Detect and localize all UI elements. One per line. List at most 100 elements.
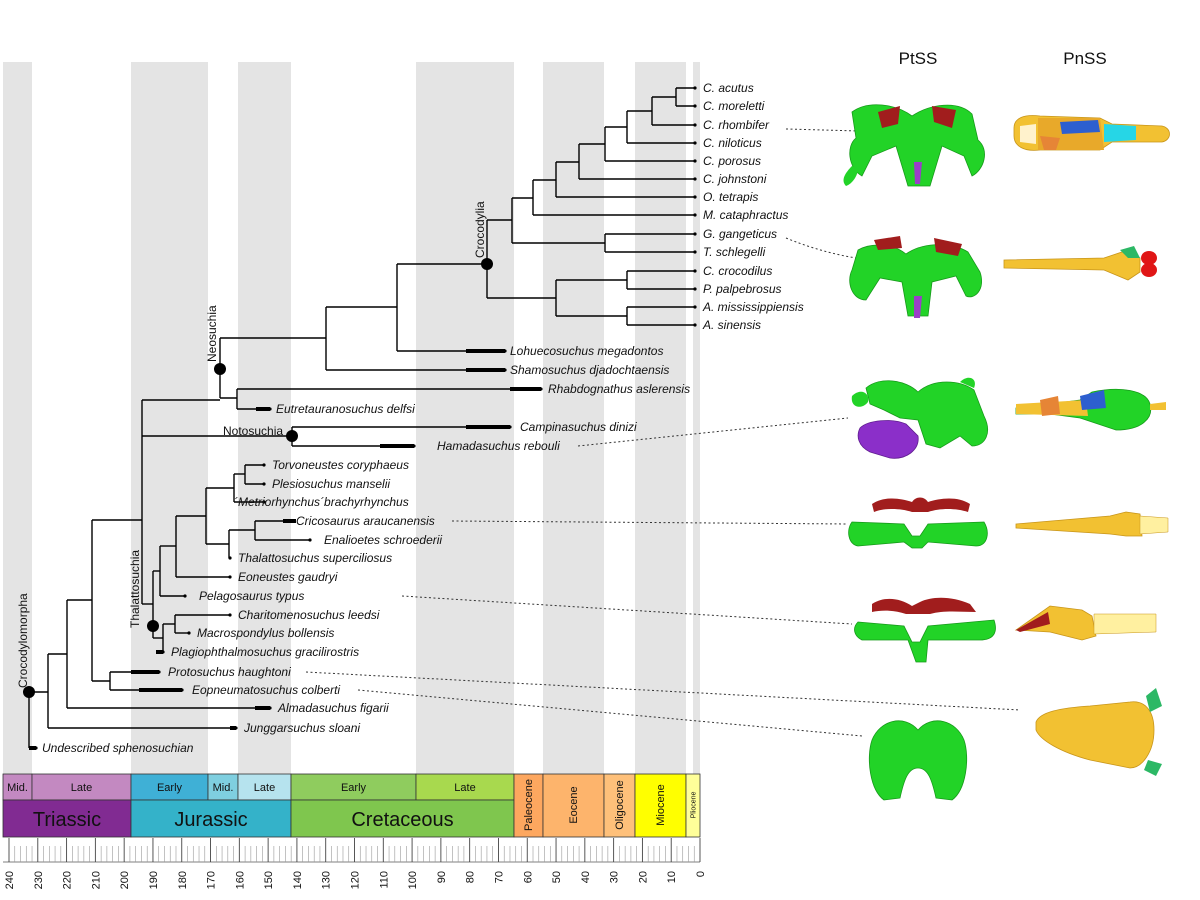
axis-tick-label: 210 <box>90 871 102 889</box>
epoch-label: Late <box>71 782 92 794</box>
taxon-label: Junggarsuchus sloani <box>243 721 360 735</box>
period-cell <box>290 799 515 838</box>
period-label: Triassic <box>33 809 101 831</box>
leader-line-cricosaurus <box>451 520 849 525</box>
epoch-cell <box>31 773 132 801</box>
tip-point <box>693 323 697 327</box>
axis-tick-label: 0 <box>695 871 707 877</box>
period-label: Jurassic <box>174 809 247 831</box>
tip-point <box>693 305 697 309</box>
tip-point <box>34 746 38 750</box>
epoch-cell <box>415 773 515 801</box>
tip-point <box>284 519 288 523</box>
taxon-label: Plesiosuchus manselii <box>272 477 390 491</box>
tip-point <box>228 556 232 560</box>
cenozoic-epoch-label: Paleocene <box>523 779 535 831</box>
taxon-label: Undescribed sphenosuchian <box>42 741 194 755</box>
tip-point <box>412 444 416 448</box>
epoch-cell <box>2 773 33 801</box>
taxon-label: M. cataphractus <box>703 208 788 222</box>
taxon-label: C. johnstoni <box>703 172 767 186</box>
pnss-specimen-crocodylus <box>1013 115 1170 151</box>
cenozoic-epoch-cell <box>542 773 605 838</box>
tip-point <box>228 613 232 617</box>
taxon-label: Shamosuchus djadochtaensis <box>510 363 669 377</box>
taxon-label: C. acutus <box>703 81 754 95</box>
ptss-specimen-gavialis <box>849 236 982 318</box>
tip-point <box>693 86 697 90</box>
stage-stripes <box>3 62 700 774</box>
epoch-cell <box>130 773 209 801</box>
axis-tick-label: 150 <box>263 871 275 889</box>
axis-tick-label: 220 <box>62 871 74 889</box>
axis-tick-label: 240 <box>4 871 16 889</box>
clade-label-crocodylia: Crocodylia <box>473 201 487 258</box>
clade-label-neosuchia: Neosuchia <box>205 305 219 362</box>
taxon-label: A. mississippiensis <box>702 300 804 314</box>
pnss-specimen-cricosaurus <box>1015 511 1169 537</box>
stage-stripe <box>3 62 32 774</box>
taxon-label: Campinasuchus dinizi <box>520 420 637 434</box>
axis-tick-label: 110 <box>378 871 390 889</box>
taxon-label: A. sinensis <box>702 318 761 332</box>
tip-point <box>234 726 238 730</box>
stratigraphic-ranges <box>29 349 541 750</box>
epoch-cell <box>237 773 292 801</box>
tip-point <box>268 407 272 411</box>
node-notosuchia <box>286 430 298 442</box>
taxon-label: C. rhombifer <box>703 118 770 132</box>
epoch-cell <box>290 773 417 801</box>
tip-point <box>693 213 697 217</box>
axis-tick-label: 30 <box>609 871 621 883</box>
epoch-label: Early <box>157 782 183 794</box>
tip-point <box>262 500 266 504</box>
ptss-specimen-cricosaurus <box>848 497 988 549</box>
ptss-specimen-pelagosaurus <box>854 597 996 663</box>
tip-point <box>157 670 161 674</box>
taxon-label: Plagiophthalmosuchus gracilirostris <box>171 645 359 659</box>
node-neosuchia <box>214 363 226 375</box>
taxon-label: Eopneumatosuchus colberti <box>192 683 340 697</box>
axis-tick-label: 70 <box>493 871 505 883</box>
taxon-label: T. schlegelli <box>703 245 766 259</box>
axis-tick-label: 170 <box>206 871 218 889</box>
taxon-label: Eutretauranosuchus delfsi <box>276 402 415 416</box>
ptss-specimen-eopneumatosuchus <box>868 720 968 801</box>
clade-label-notosuchia: Notosuchia <box>223 424 283 438</box>
taxon-label: C. porosus <box>703 154 761 168</box>
axis-tick-label: 120 <box>350 871 362 889</box>
tip-point <box>180 688 184 692</box>
axis-tick-label: 130 <box>321 871 333 889</box>
taxon-label: Pelagosaurus typus <box>199 589 304 603</box>
tip-point <box>693 104 697 108</box>
period-cell <box>2 799 132 838</box>
tip-point <box>262 463 266 467</box>
axis-tick-label: 40 <box>580 871 592 883</box>
taxon-label: C. moreletti <box>703 99 765 113</box>
axis-tick-label: 230 <box>33 871 45 889</box>
tip-point <box>693 177 697 181</box>
node-crocodylia <box>481 258 493 270</box>
cenozoic-epoch-label: Miocene <box>655 784 667 826</box>
tip-point <box>161 650 165 654</box>
stage-stripe <box>635 62 686 774</box>
taxon-label: G. gangeticus <box>703 227 777 241</box>
epoch-label: Mid. <box>213 782 234 794</box>
stage-stripe <box>238 62 291 774</box>
axis-tick-label: 140 <box>292 871 304 889</box>
stage-stripe <box>416 62 514 774</box>
epoch-label: Early <box>341 782 367 794</box>
period-label: Cretaceous <box>351 809 453 831</box>
pnss-header: PnSS <box>1063 49 1106 68</box>
node-crocodylomorpha <box>23 686 35 698</box>
axis-tick-label: 60 <box>522 871 534 883</box>
taxon-label: Enalioetes schroederii <box>324 533 442 547</box>
cenozoic-epoch-label: Eocene <box>568 786 580 823</box>
cenozoic-epoch-label: Pliocene <box>690 791 697 818</box>
tip-point <box>693 232 697 236</box>
tip-point <box>508 425 512 429</box>
stage-stripe <box>693 62 700 774</box>
